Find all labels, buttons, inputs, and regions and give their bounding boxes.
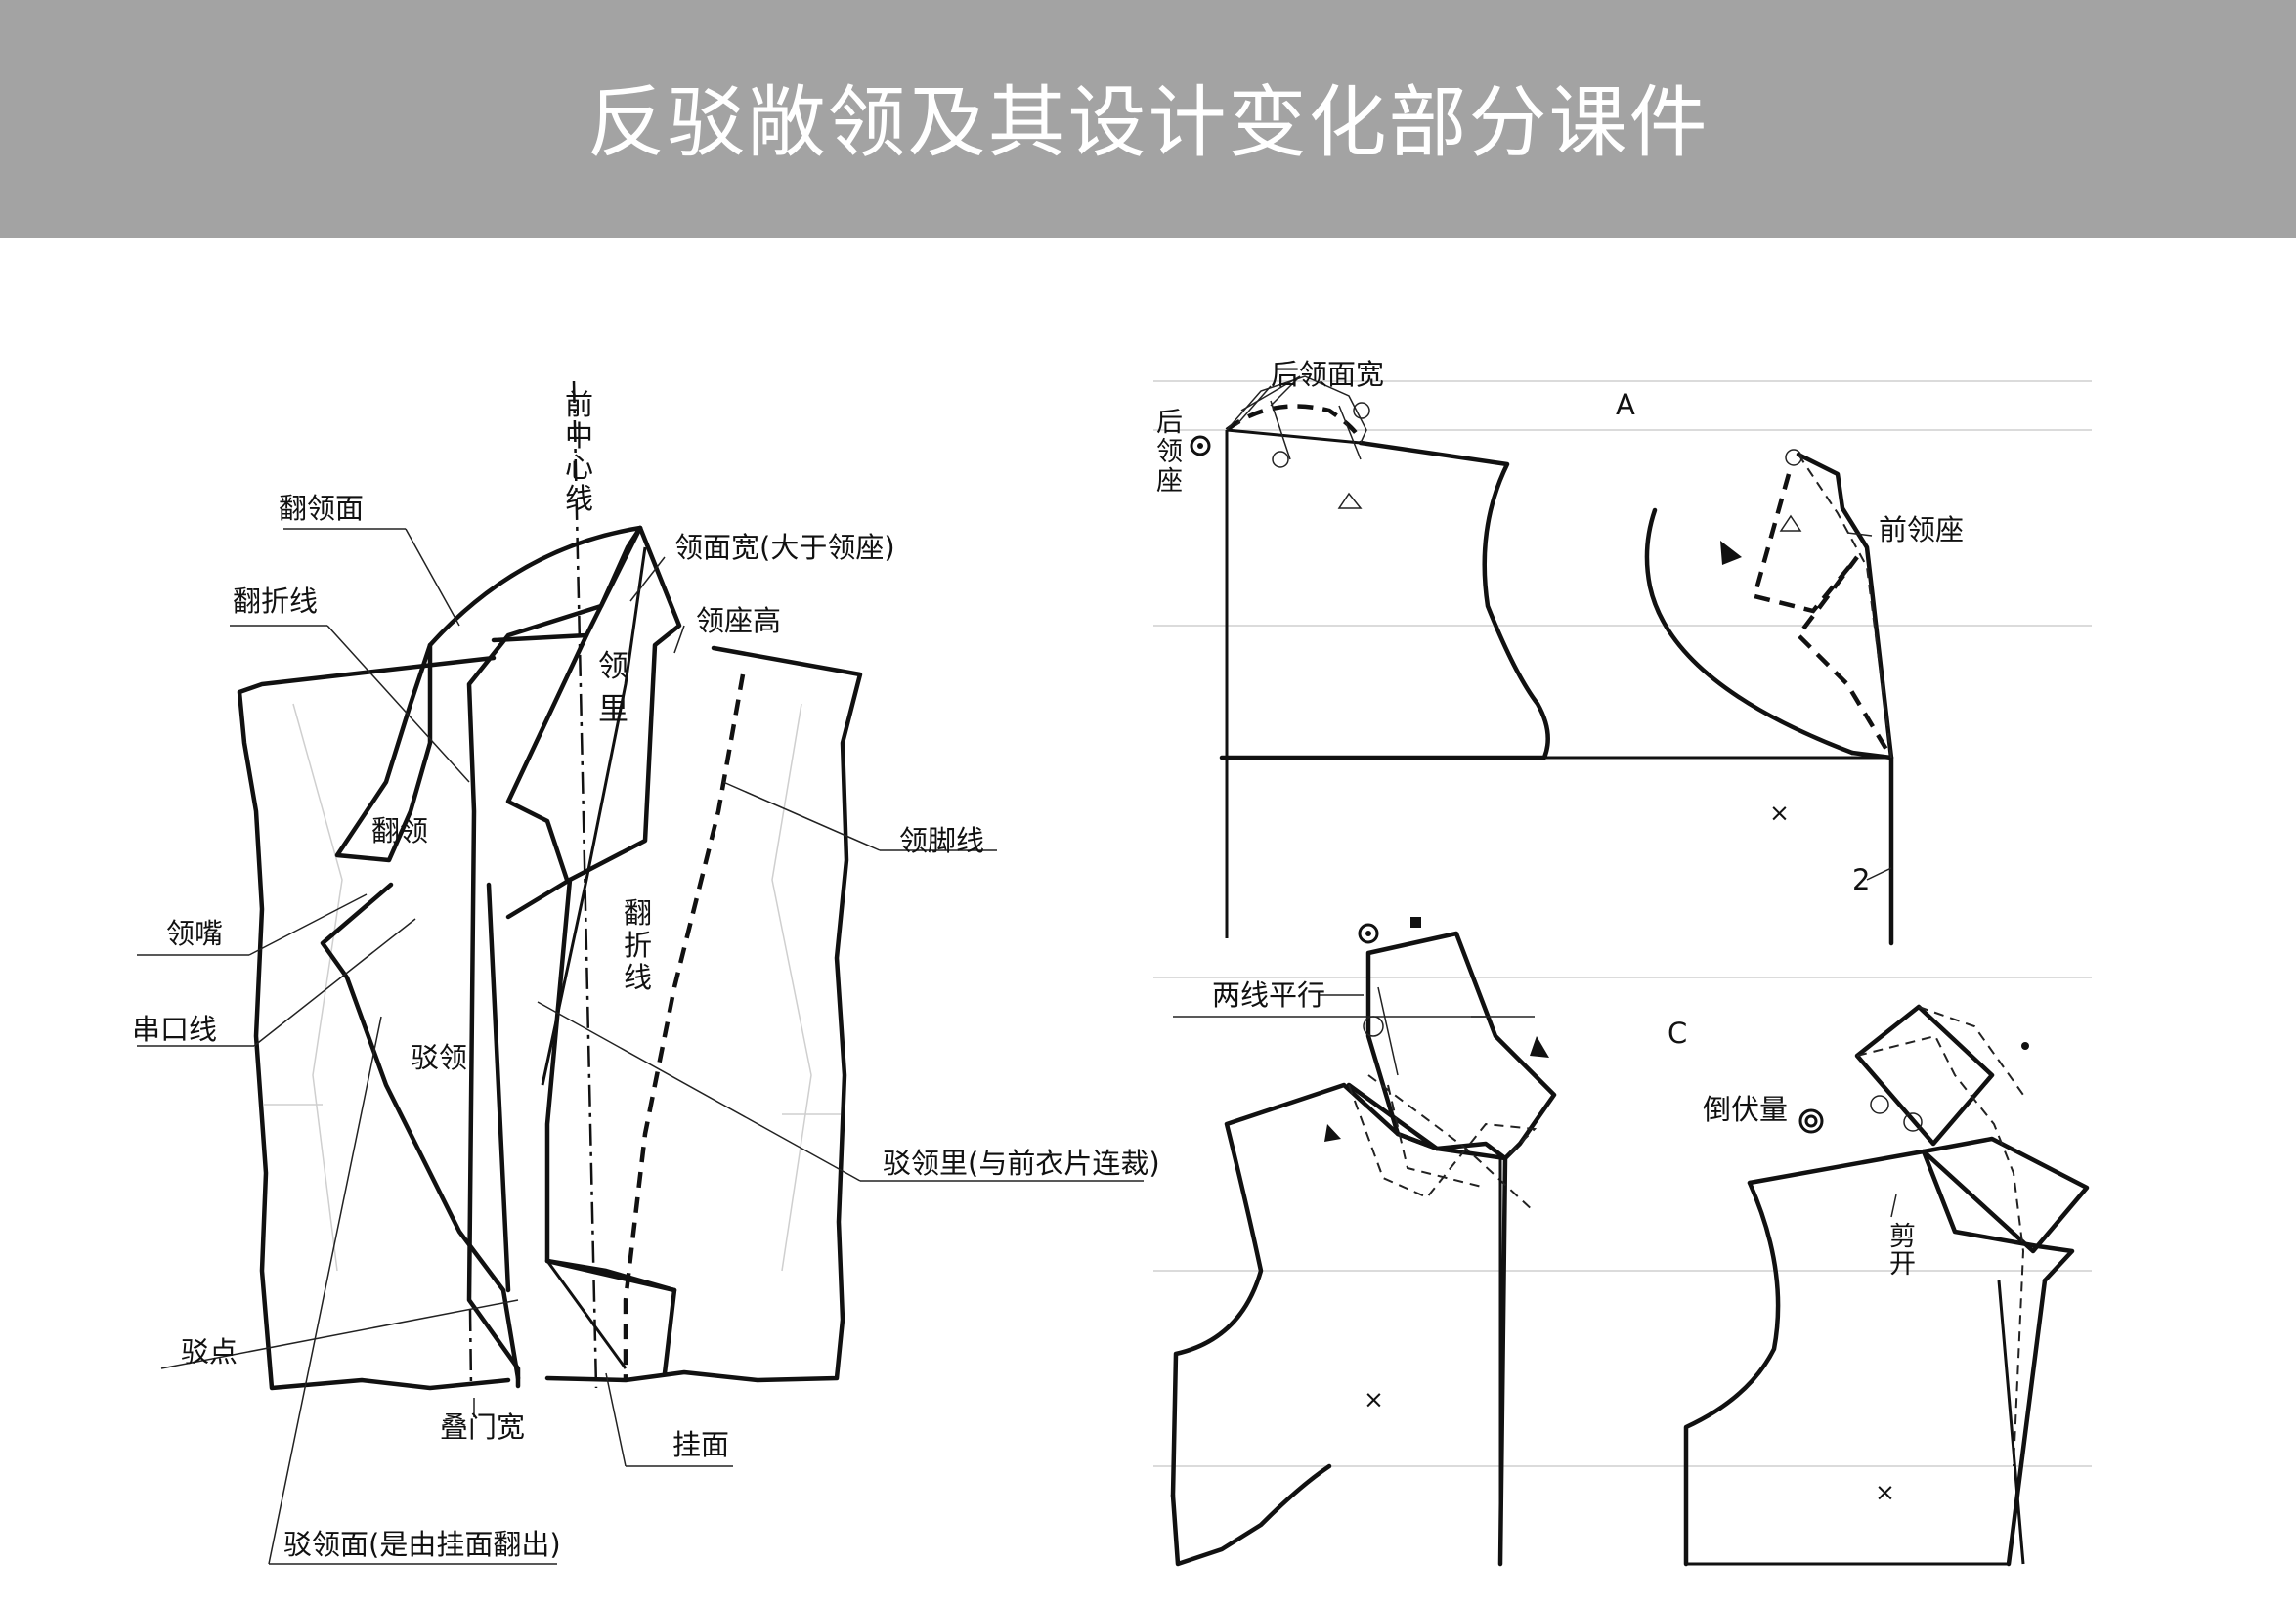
- front-piece-a-shoulder: [1796, 452, 1894, 760]
- front-collar-dashed: [1752, 473, 1893, 760]
- back-collar-arc: [1225, 404, 1364, 444]
- lapel-outline: [320, 882, 521, 1381]
- front-piece-a-right: [1849, 750, 1894, 946]
- front-piece-a-outline: [1644, 507, 1855, 756]
- panel-c-mark-1: [1358, 923, 1379, 944]
- fanzhexian-mid-label: 翻折线: [624, 896, 653, 994]
- panel-c-triangle-left: [1324, 1124, 1341, 1142]
- panel-d-dashed-2: [1918, 1006, 2024, 1096]
- panel-c-neck: [1170, 1463, 1332, 1567]
- label-guamian: 挂面: [672, 1428, 729, 1461]
- label-bolingli: 驳领里(与前衣片连裁): [883, 1147, 1160, 1180]
- back-collar-mark-2: [1272, 451, 1289, 468]
- collar-stand-line: [623, 673, 746, 1378]
- panel-c-dashed-guide: [1367, 1074, 1536, 1213]
- jacket-body-outline: [237, 655, 511, 1391]
- label-boling: 驳领: [411, 1041, 467, 1074]
- panel-c-body: [1170, 1082, 1508, 1567]
- label-bolingmian: 驳领面(是由挂面翻出): [283, 1528, 561, 1561]
- label-num-2: 2: [1852, 863, 1870, 896]
- back-collar-mark-1: [1190, 435, 1211, 456]
- label-qianlingzuo: 前领座: [1879, 513, 1964, 546]
- panel-d-dot: [2021, 1042, 2029, 1050]
- label-fanling: 翻领: [371, 814, 428, 847]
- collar-notch: [505, 632, 589, 883]
- jiankai-label: 剪开: [1889, 1222, 1916, 1280]
- page-title: 反驳敞领及其设计变化部分课件: [586, 77, 1710, 168]
- panel-d-center: [2006, 1278, 2048, 1567]
- label-daofuliang: 倒伏量: [1703, 1093, 1788, 1126]
- front-marker-triangle: [1720, 541, 1742, 565]
- front-collar-mark: [1785, 449, 1802, 466]
- back-piece-outline: [1219, 440, 1550, 760]
- collar-fold-edge: [334, 642, 433, 863]
- roll-line: [541, 546, 647, 1086]
- label-lingzuogao: 领座高: [696, 604, 781, 637]
- front-center-line: [572, 380, 598, 1389]
- label-panel-c: C: [1668, 1017, 1687, 1050]
- panel-d-neck: [1683, 1180, 1781, 1567]
- houlingzuo-label: 后领座: [1156, 408, 1183, 497]
- panel-a-x-mark: ×: [1769, 799, 1790, 827]
- back-piece-top: [1226, 428, 1362, 445]
- facing-edge: [544, 1258, 677, 1293]
- panel-c-collar: [1365, 931, 1557, 1161]
- label-houlingmiankuan: 后领面宽: [1271, 358, 1384, 391]
- panel-d-mark-3: [1903, 1112, 1923, 1132]
- panel-c-x-mark: ×: [1364, 1385, 1384, 1413]
- label-chuankouxian: 串口线: [132, 1013, 217, 1046]
- jacket-right-outline: [544, 645, 863, 1383]
- label-fanlingmian: 翻领面: [279, 492, 364, 525]
- title-bar: 反驳敞领及其设计变化部分课件: [0, 0, 2296, 238]
- front-collar-stand-dashed: [1798, 454, 1892, 759]
- panel-d-collar-2: [1921, 1136, 2090, 1254]
- label-diemenkuan: 叠门宽: [440, 1411, 525, 1444]
- back-collar-triangle: [1337, 492, 1363, 509]
- panel-d-mark-2: [1870, 1095, 1889, 1114]
- back-collar-guides: [1226, 375, 1367, 460]
- panel-c-lapel: [1346, 1082, 1440, 1151]
- lingli-label: 领里: [598, 649, 628, 727]
- background-scan-lines: [1153, 380, 2092, 1467]
- label-lingjiaoxian: 领脚线: [899, 824, 984, 857]
- leader-lines: [137, 528, 1144, 1565]
- panel-d-mark-1: [1798, 1108, 1824, 1134]
- panel-d-dashed: [1856, 1034, 2025, 1467]
- front-triangle-open: [1779, 514, 1802, 532]
- front-center-line-label: 前中心线: [565, 388, 594, 515]
- label-bodian: 驳点: [181, 1335, 238, 1368]
- back-collar-mark-3: [1353, 402, 1370, 419]
- collar-inner: [505, 525, 682, 920]
- label-fanzhexian-top: 翻折线: [233, 585, 318, 618]
- label-panel-a: A: [1616, 388, 1635, 421]
- panel-c-mark-circle: [1363, 1016, 1384, 1037]
- panel-c-triangle-right: [1530, 1036, 1549, 1058]
- panel-d-collar-1: [1854, 1004, 1995, 1147]
- facing-fold: [545, 1260, 628, 1369]
- panel-d-body: [1747, 1149, 2075, 1283]
- panel-d-x-mark: ×: [1875, 1478, 1895, 1506]
- panel-c-mark-square: [1410, 917, 1421, 928]
- label-lingzui: 领嘴: [166, 917, 223, 950]
- label-lingmiankuan: 领面宽(大于领座): [674, 531, 895, 564]
- label-liangxianpingxing: 两线平行: [1212, 978, 1325, 1012]
